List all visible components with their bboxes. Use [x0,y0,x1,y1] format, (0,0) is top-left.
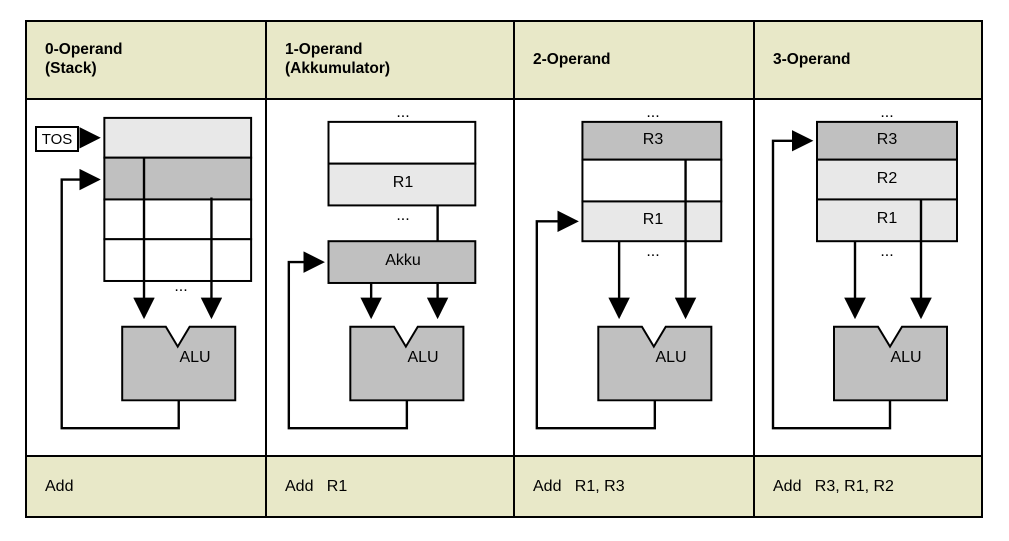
header-title-line1: 3-Operand [773,50,851,68]
table-instruction-row: Add Add R1 Add R1, R3 Add R3, R1, R2 [27,457,981,516]
diagram-cell-zero-operand: TOS ... ALU [27,100,267,455]
alu-result-feedback-path [771,130,892,430]
alu-result-feedback-path [535,210,657,430]
register-cell-r1 [816,198,958,243]
two-operand-machine-figure [535,120,723,430]
instruction-text: Add [45,477,74,495]
alu-shape [597,325,713,402]
instruction-cell-three-operand: Add R3, R1, R2 [755,457,981,516]
diagram-cell-one-operand: ... R1 ... Akku ALU [267,100,515,455]
instruction-text: Add R3, R1, R2 [773,477,894,495]
instruction-cell-two-operand: Add R1, R3 [515,457,755,516]
register-cell-r2 [816,158,958,201]
header-cell-zero-operand: 0-Operand (Stack) [27,22,267,98]
alu-result-feedback-path [287,251,409,430]
register-cell-r1 [581,200,723,243]
three-operand-machine-figure [771,120,958,430]
diagram-cell-three-operand: ... R3 R2 R1 ... ALU [755,100,981,455]
header-title-line1: 0-Operand [45,41,123,59]
diagram-cell-two-operand: ... R3 R1 ... ALU [515,100,755,455]
alu-shape [349,325,465,402]
alu-shape [121,325,237,402]
header-cell-three-operand: 3-Operand [755,22,981,98]
register-cell-r3 [581,120,723,161]
tos-pointer-box: TOS [35,126,79,152]
tos-pointer-label: TOS [41,130,73,148]
header-title-line2: (Akkumulator) [285,60,391,77]
accumulator-box [327,240,477,284]
header-title-line2: (Stack) [45,60,97,77]
stack-cell-2 [103,198,253,241]
accumulator-machine-figure [287,120,477,430]
stack-machine-figure [60,116,253,430]
instruction-cell-one-operand: Add R1 [267,457,515,516]
stack-cell-1 [103,156,253,201]
header-title-line1: 2-Operand [533,50,611,68]
register-cell-blank [581,158,723,203]
alu-shape [833,325,948,402]
stack-cell-0 [103,116,253,159]
instruction-cell-zero-operand: Add [27,457,267,516]
header-cell-two-operand: 2-Operand [515,22,755,98]
table-diagram-row: TOS ... ALU [27,100,981,457]
comparison-table: 0-Operand (Stack) 1-Operand (Akkumulator… [25,20,983,518]
register-cell-r3 [816,120,958,161]
instruction-text: Add R1, R3 [533,477,625,495]
table-header-row: 0-Operand (Stack) 1-Operand (Akkumulator… [27,22,981,100]
header-title-line1: 1-Operand [285,41,363,59]
register-cell-1 [327,162,477,207]
register-cell-0 [327,120,477,165]
stack-cell-3 [103,238,253,282]
header-cell-one-operand: 1-Operand (Akkumulator) [267,22,515,98]
alu-result-feedback-path [60,168,180,430]
instruction-text: Add R1 [285,477,348,495]
